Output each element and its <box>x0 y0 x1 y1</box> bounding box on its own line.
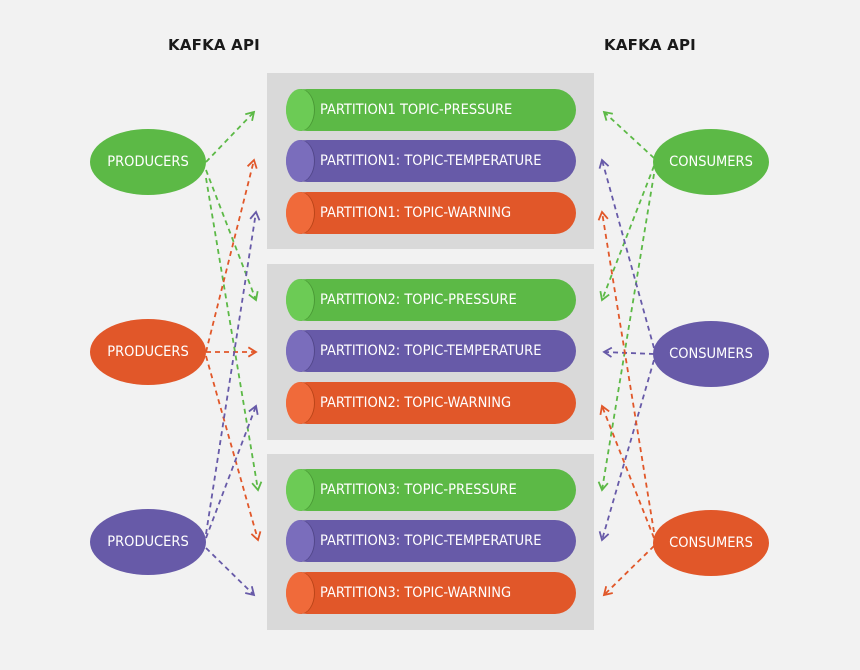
arrow-consumer-orange-from-p1-warning <box>597 210 655 533</box>
cylinder-cap <box>286 469 314 511</box>
arrowhead-icon <box>598 158 610 169</box>
cylinder-cap <box>286 520 314 562</box>
arrowhead-icon <box>245 586 256 597</box>
partition1-topic-temperature: PARTITION1: TOPIC-TEMPERATURE <box>286 140 576 182</box>
topic-label: PARTITION3: TOPIC-TEMPERATURE <box>320 533 542 549</box>
arrow-consumer-orange-from-p2-warning <box>599 404 655 539</box>
cylinder-cap <box>286 572 314 614</box>
cylinder-cap <box>286 192 314 234</box>
producers-purple: PRODUCERS <box>90 509 206 575</box>
kafka-api-heading-left: KAFKA API <box>168 36 260 54</box>
arrowhead-icon <box>598 531 610 542</box>
partition3-topic-temperature: PARTITION3: TOPIC-TEMPERATURE <box>286 520 576 562</box>
cylinder-cap <box>286 382 314 424</box>
arrow-consumer-purple-from-p3-temperature <box>598 359 655 542</box>
arrow-producer-green-to-p3-pressure <box>205 177 263 492</box>
arrowhead-icon <box>597 210 609 221</box>
partition3-topic-warning: PARTITION3: TOPIC-WARNING <box>286 572 576 614</box>
partition2-topic-pressure: PARTITION2: TOPIC-PRESSURE <box>286 279 576 321</box>
arrowhead-icon <box>251 481 263 492</box>
consumers-orange: CONSUMERS <box>653 510 769 576</box>
arrow-producer-purple-to-p1-temperature <box>205 210 261 535</box>
arrow-producer-purple-to-p2-temperature <box>205 404 259 539</box>
arrowhead-icon <box>250 531 262 542</box>
partition3-topic-pressure: PARTITION3: TOPIC-PRESSURE <box>286 469 576 511</box>
arrow-consumer-green-from-p2-pressure <box>599 165 655 302</box>
arrow-producer-orange-to-p1-warning <box>205 158 258 353</box>
arrow-producer-orange-to-p2-warning <box>206 346 258 358</box>
arrowhead-icon <box>248 290 259 302</box>
topic-label: PARTITION1: TOPIC-TEMPERATURE <box>320 153 542 169</box>
arrowhead-icon <box>597 481 609 492</box>
cylinder-cap <box>286 279 314 321</box>
consumers-green: CONSUMERS <box>653 129 769 195</box>
arrowhead-icon <box>599 290 610 302</box>
cylinder-cap <box>286 89 314 131</box>
cylinder-cap <box>286 330 314 372</box>
arrow-consumer-purple-from-p2-temperature <box>602 346 655 358</box>
partition1-topic-pressure: PARTITION1 TOPIC-PRESSURE <box>286 89 576 131</box>
arrow-consumer-purple-from-p1-temperature <box>598 158 655 349</box>
arrowhead-icon <box>602 110 614 121</box>
arrow-consumer-green-from-p3-pressure <box>597 173 655 492</box>
topic-label: PARTITION1: TOPIC-WARNING <box>320 205 512 221</box>
arrowhead-icon <box>602 346 613 358</box>
arrowhead-icon <box>246 158 258 169</box>
arrowhead-icon <box>249 210 261 221</box>
arrowhead-icon <box>247 346 258 358</box>
topic-label: PARTITION1 TOPIC-PRESSURE <box>320 102 513 118</box>
topic-label: PARTITION2: TOPIC-TEMPERATURE <box>320 343 542 359</box>
topic-label: PARTITION3: TOPIC-WARNING <box>320 585 512 601</box>
arrowhead-icon <box>248 404 259 416</box>
arrowhead-icon <box>602 586 613 597</box>
arrow-consumer-orange-from-p3-warning <box>602 545 655 597</box>
kafka-api-heading-right: KAFKA API <box>604 36 696 54</box>
cylinder-cap <box>286 140 314 182</box>
producers-orange: PRODUCERS <box>90 319 206 385</box>
arrowhead-icon <box>245 110 256 121</box>
topic-label: PARTITION2: TOPIC-WARNING <box>320 395 512 411</box>
partition2-topic-warning: PARTITION2: TOPIC-WARNING <box>286 382 576 424</box>
partition1-topic-warning: PARTITION1: TOPIC-WARNING <box>286 192 576 234</box>
partition2-topic-temperature: PARTITION2: TOPIC-TEMPERATURE <box>286 330 576 372</box>
consumers-purple: CONSUMERS <box>653 321 769 387</box>
producers-green: PRODUCERS <box>90 129 206 195</box>
arrow-consumer-green-from-p1-pressure <box>602 110 655 159</box>
topic-label: PARTITION3: TOPIC-PRESSURE <box>320 482 517 498</box>
arrow-producer-orange-to-p3-warning <box>205 355 262 542</box>
arrow-producer-purple-to-p3-temperature <box>205 547 256 597</box>
topic-label: PARTITION2: TOPIC-PRESSURE <box>320 292 517 308</box>
arrowhead-icon <box>599 404 610 416</box>
arrow-producer-green-to-p2-pressure <box>205 169 259 302</box>
arrow-producer-green-to-p1-pressure <box>205 110 256 163</box>
